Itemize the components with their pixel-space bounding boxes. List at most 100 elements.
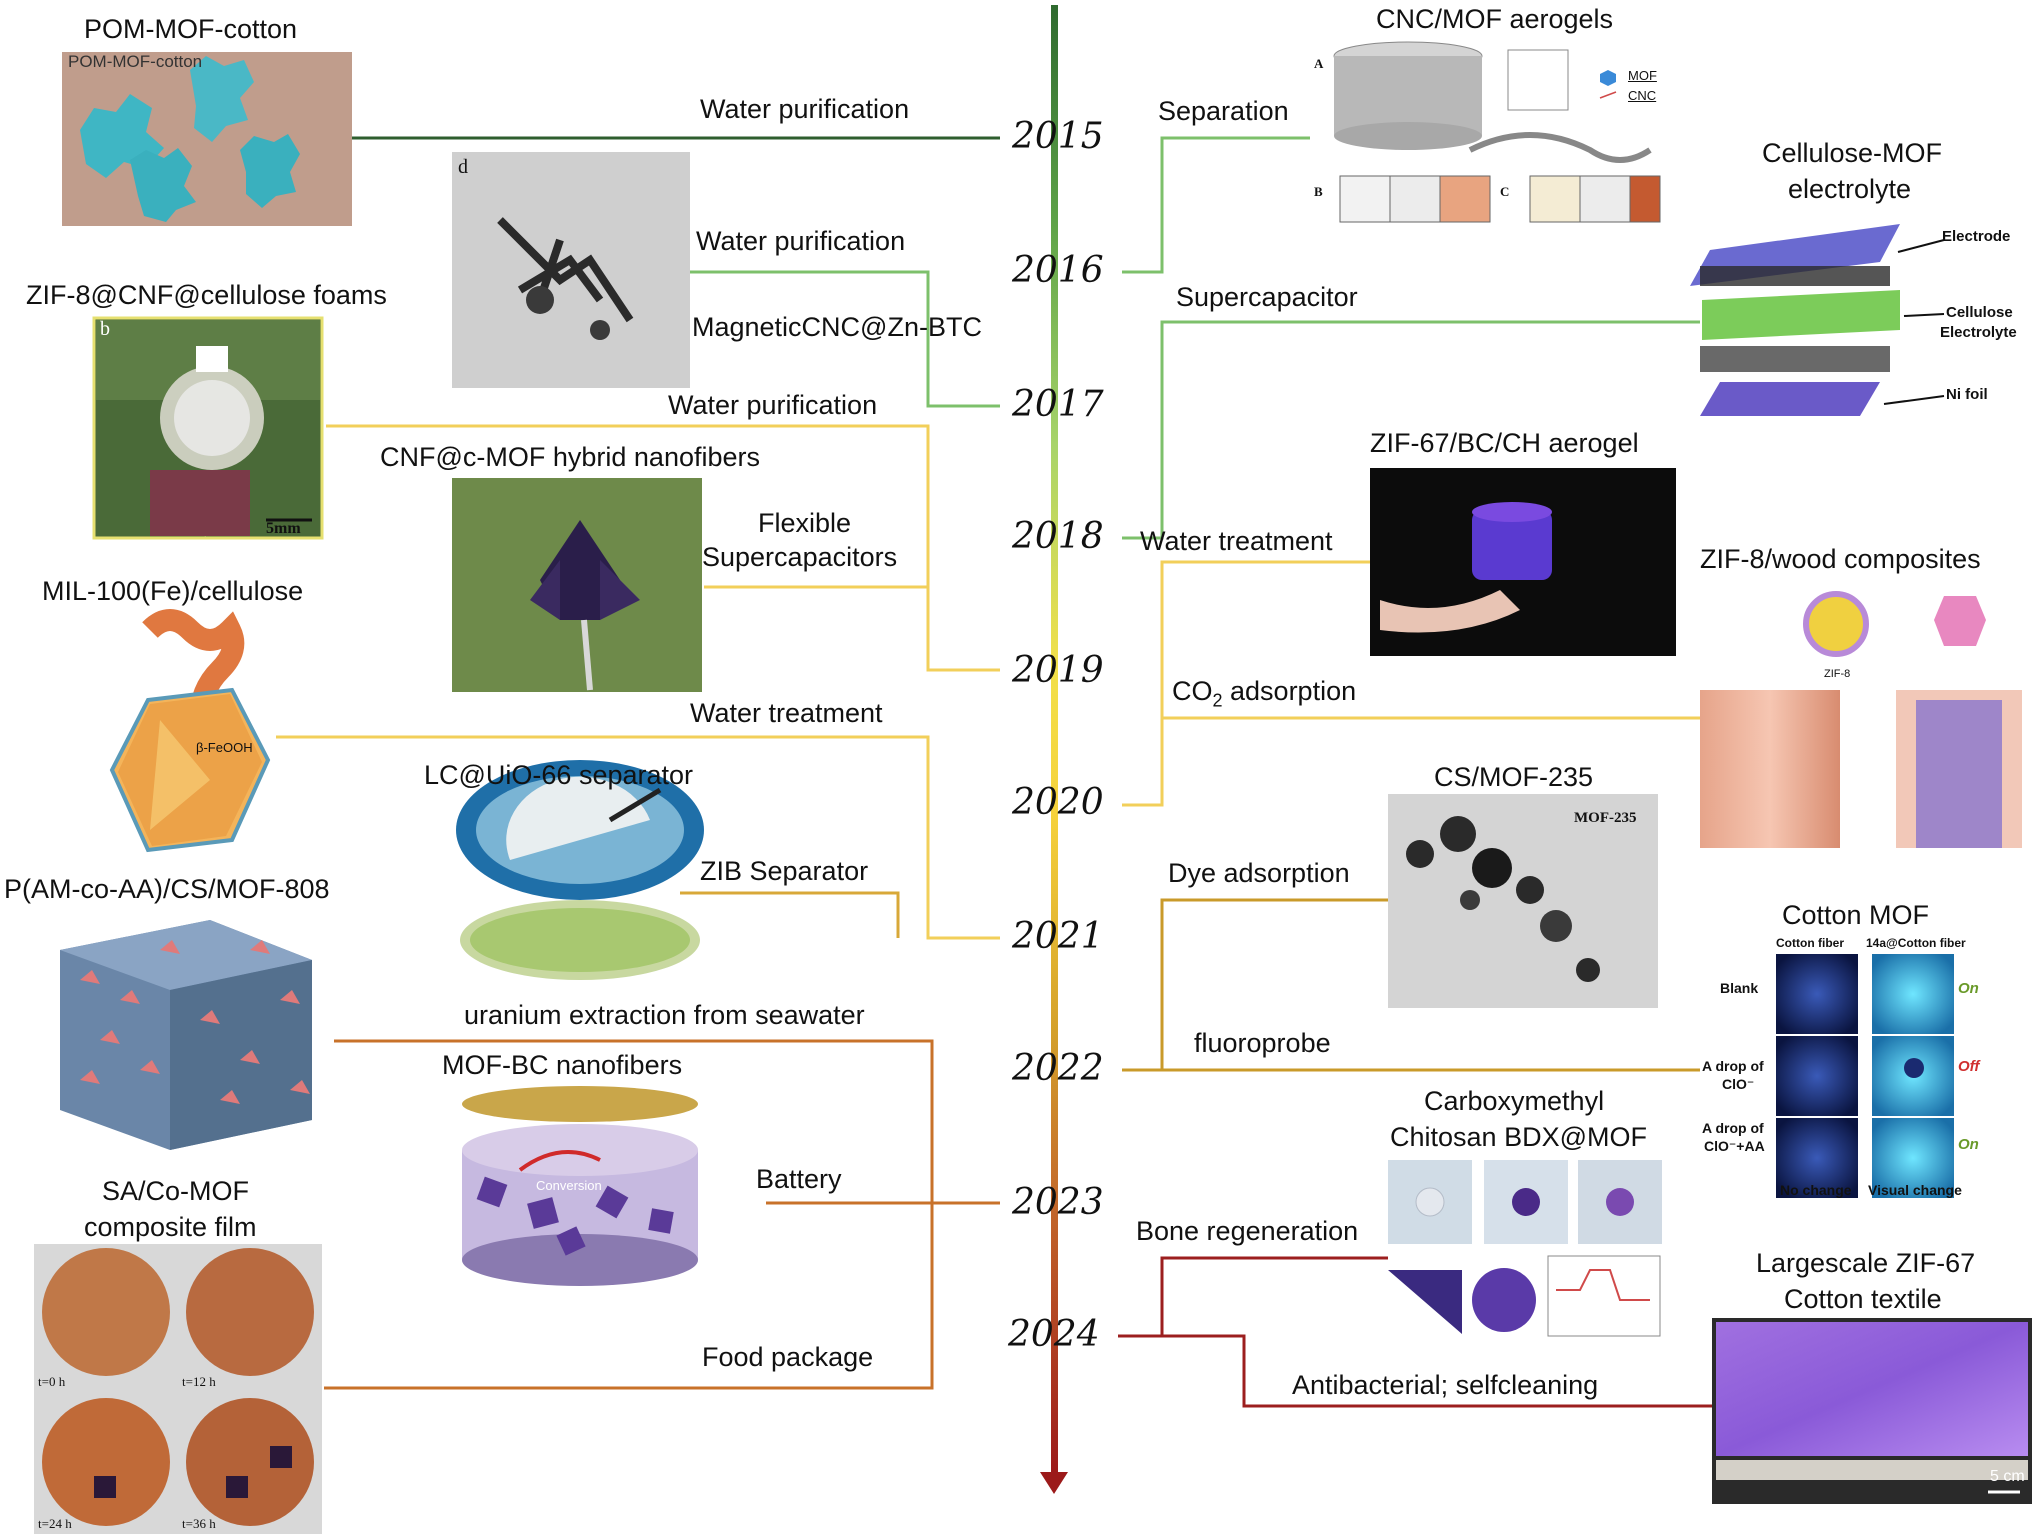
connector-2016-left — [690, 270, 1000, 408]
title-cs-mof235: CS/MOF-235 — [1434, 762, 1594, 792]
connector-2019-left — [276, 735, 1000, 940]
zif67-bc-ch-aerogel-photo — [1370, 468, 1676, 656]
year-2021: 2021 — [1012, 916, 1104, 957]
app-antibacterial: Antibacterial; selfcleaning — [1292, 1370, 1599, 1400]
largescale-zif67-textile-photo — [1712, 1318, 2032, 1504]
app-uranium: uranium extraction from seawater — [464, 1000, 865, 1030]
app-2017-water: Water purification — [668, 390, 878, 420]
mil100-illustration — [109, 609, 271, 853]
connector-2024-right — [1118, 1256, 1388, 1338]
title-carboxy-1: Carboxymethyl — [1424, 1086, 1605, 1116]
sa-t12: t=12 h — [182, 1374, 216, 1389]
co2-sub: 2 — [1212, 690, 1223, 711]
row-drop1-b: ClO⁻ — [1722, 1076, 1755, 1092]
row-drop2-b: ClO⁻+AA — [1704, 1138, 1765, 1154]
title-cnf-cmof: CNF@c-MOF hybrid nanofibers — [380, 442, 761, 472]
magnetic-cnc-tem — [452, 152, 690, 388]
label-visual-change: Visual change — [1868, 1182, 1962, 1198]
app-battery: Battery — [756, 1164, 842, 1194]
title-cellulose-1: Cellulose-MOF — [1762, 138, 1943, 168]
app-separation: Separation — [1158, 96, 1289, 126]
app-2018-water-treatment: Water treatment — [1140, 526, 1333, 556]
timeline-arrowhead — [1040, 1472, 1068, 1494]
timeline-axis — [1051, 5, 1058, 1473]
connector-2021-left — [324, 1039, 934, 1390]
connector-2016-right — [1122, 136, 1310, 274]
year-2022: 2022 — [1012, 1048, 1104, 1089]
title-cotton-mof: Cotton MOF — [1782, 900, 1930, 930]
cnc-mof-aerogel-figure — [1310, 40, 1661, 240]
state-on-2: On — [1958, 1136, 1979, 1153]
title-lc-uio66: LC@UiO-66 separator — [424, 760, 694, 790]
pom-mof-cotton-photo — [62, 52, 352, 226]
cnf-cmof-flower-photo — [452, 478, 702, 692]
row-drop1-a: A drop of — [1702, 1058, 1764, 1074]
scale-5cm: 5 cm — [1990, 1468, 2025, 1485]
cotton-fiber-label: Cotton fiber — [1776, 936, 1844, 950]
app-co2: CO2 adsorption — [1172, 676, 1356, 711]
app-zib: ZIB Separator — [700, 856, 869, 886]
cnc-legend-mof: MOF — [1628, 68, 1657, 83]
sa-t0: t=0 h — [38, 1374, 66, 1389]
app-supercapacitor: Supercapacitor — [1176, 282, 1358, 312]
mof-bc-battery-illustration — [462, 1086, 698, 1286]
tem-letter: d — [458, 156, 468, 178]
zif8-scale: 5mm — [266, 520, 301, 537]
label-cell-elec-2: Electrolyte — [1940, 324, 2017, 341]
app-bone: Bone regeneration — [1136, 1216, 1359, 1246]
label-nifoil: Ni foil — [1946, 386, 1988, 403]
title-pam: P(AM-co-AA)/CS/MOF-808 — [4, 874, 330, 904]
row-blank: Blank — [1720, 980, 1759, 996]
pam-cube-illustration — [60, 920, 312, 1150]
app-2016-water: Water purification — [696, 226, 906, 256]
app-flexible-2: Supercapacitors — [702, 542, 898, 572]
state-on-1: On — [1958, 980, 1979, 997]
title-sa-line2: composite film — [84, 1212, 257, 1242]
title-large-1: Largescale ZIF-67 — [1756, 1248, 1976, 1278]
year-2023: 2023 — [1012, 1182, 1104, 1223]
app-fluoroprobe: fluoroprobe — [1194, 1028, 1331, 1058]
app-magnetic: MagneticCNC@Zn-BTC — [692, 312, 982, 342]
cotton-14a-label: 14a@Cotton fiber — [1866, 936, 1966, 950]
app-dye: Dye adsorption — [1168, 858, 1350, 888]
app-flexible-1: Flexible — [758, 508, 852, 538]
title-sa-line1: SA/Co-MOF — [102, 1176, 250, 1206]
mofbc-conversion: Conversion — [536, 1178, 602, 1193]
connector-2018-right — [1122, 320, 1700, 540]
sa-t24: t=24 h — [38, 1516, 72, 1531]
title-zif8-cnf: ZIF-8@CNF@cellulose foams — [26, 280, 387, 310]
cnc-label-B: B — [1314, 184, 1323, 199]
cs-mof235-tem — [1388, 794, 1658, 1008]
row-drop2-a: A drop of — [1702, 1120, 1764, 1136]
app-food: Food package — [702, 1342, 874, 1372]
mil-feooh-label: β-FeOOH — [196, 740, 253, 755]
csmof-inset: MOF-235 — [1574, 810, 1637, 826]
cellulose-mof-electrolyte-stack — [1690, 224, 1945, 416]
year-2024: 2024 — [1008, 1314, 1100, 1355]
title-pom-mof-cotton: POM-MOF-cotton — [84, 14, 298, 44]
zif8-wood-illustration — [1700, 591, 2022, 848]
co2-pre: CO — [1172, 676, 1213, 706]
title-zif8-wood: ZIF-8/wood composites — [1700, 544, 1981, 574]
title-mof-bc: MOF-BC nanofibers — [442, 1050, 683, 1080]
connector-2017-left — [326, 424, 1000, 672]
sa-t36: t=36 h — [182, 1516, 216, 1531]
zif8-dandelion-photo — [92, 316, 324, 540]
cnc-legend-cnc: CNC — [1628, 88, 1657, 103]
label-no-change: No change — [1780, 1182, 1852, 1198]
lc-uio66-separator-illustration — [456, 760, 704, 980]
year-2017: 2017 — [1012, 384, 1104, 425]
app-2019-water-treatment: Water treatment — [690, 698, 883, 728]
connector-2024-anti — [1162, 1334, 1712, 1408]
year-2018: 2018 — [1012, 516, 1104, 557]
cotton-mof-grid — [1776, 954, 1954, 1198]
title-mil100: MIL-100(Fe)/cellulose — [42, 576, 304, 606]
co2-post: adsorption — [1222, 676, 1357, 706]
app-2015-water: Water purification — [700, 94, 910, 124]
cnc-label-A: A — [1314, 56, 1324, 71]
title-zif67-bc-ch: ZIF-67/BC/CH aerogel — [1370, 428, 1639, 458]
year-2015: 2015 — [1012, 116, 1104, 157]
title-cnc-mof: CNC/MOF aerogels — [1376, 4, 1614, 34]
connector-2020-right — [1122, 560, 1370, 807]
cnc-label-C: C — [1500, 184, 1510, 199]
